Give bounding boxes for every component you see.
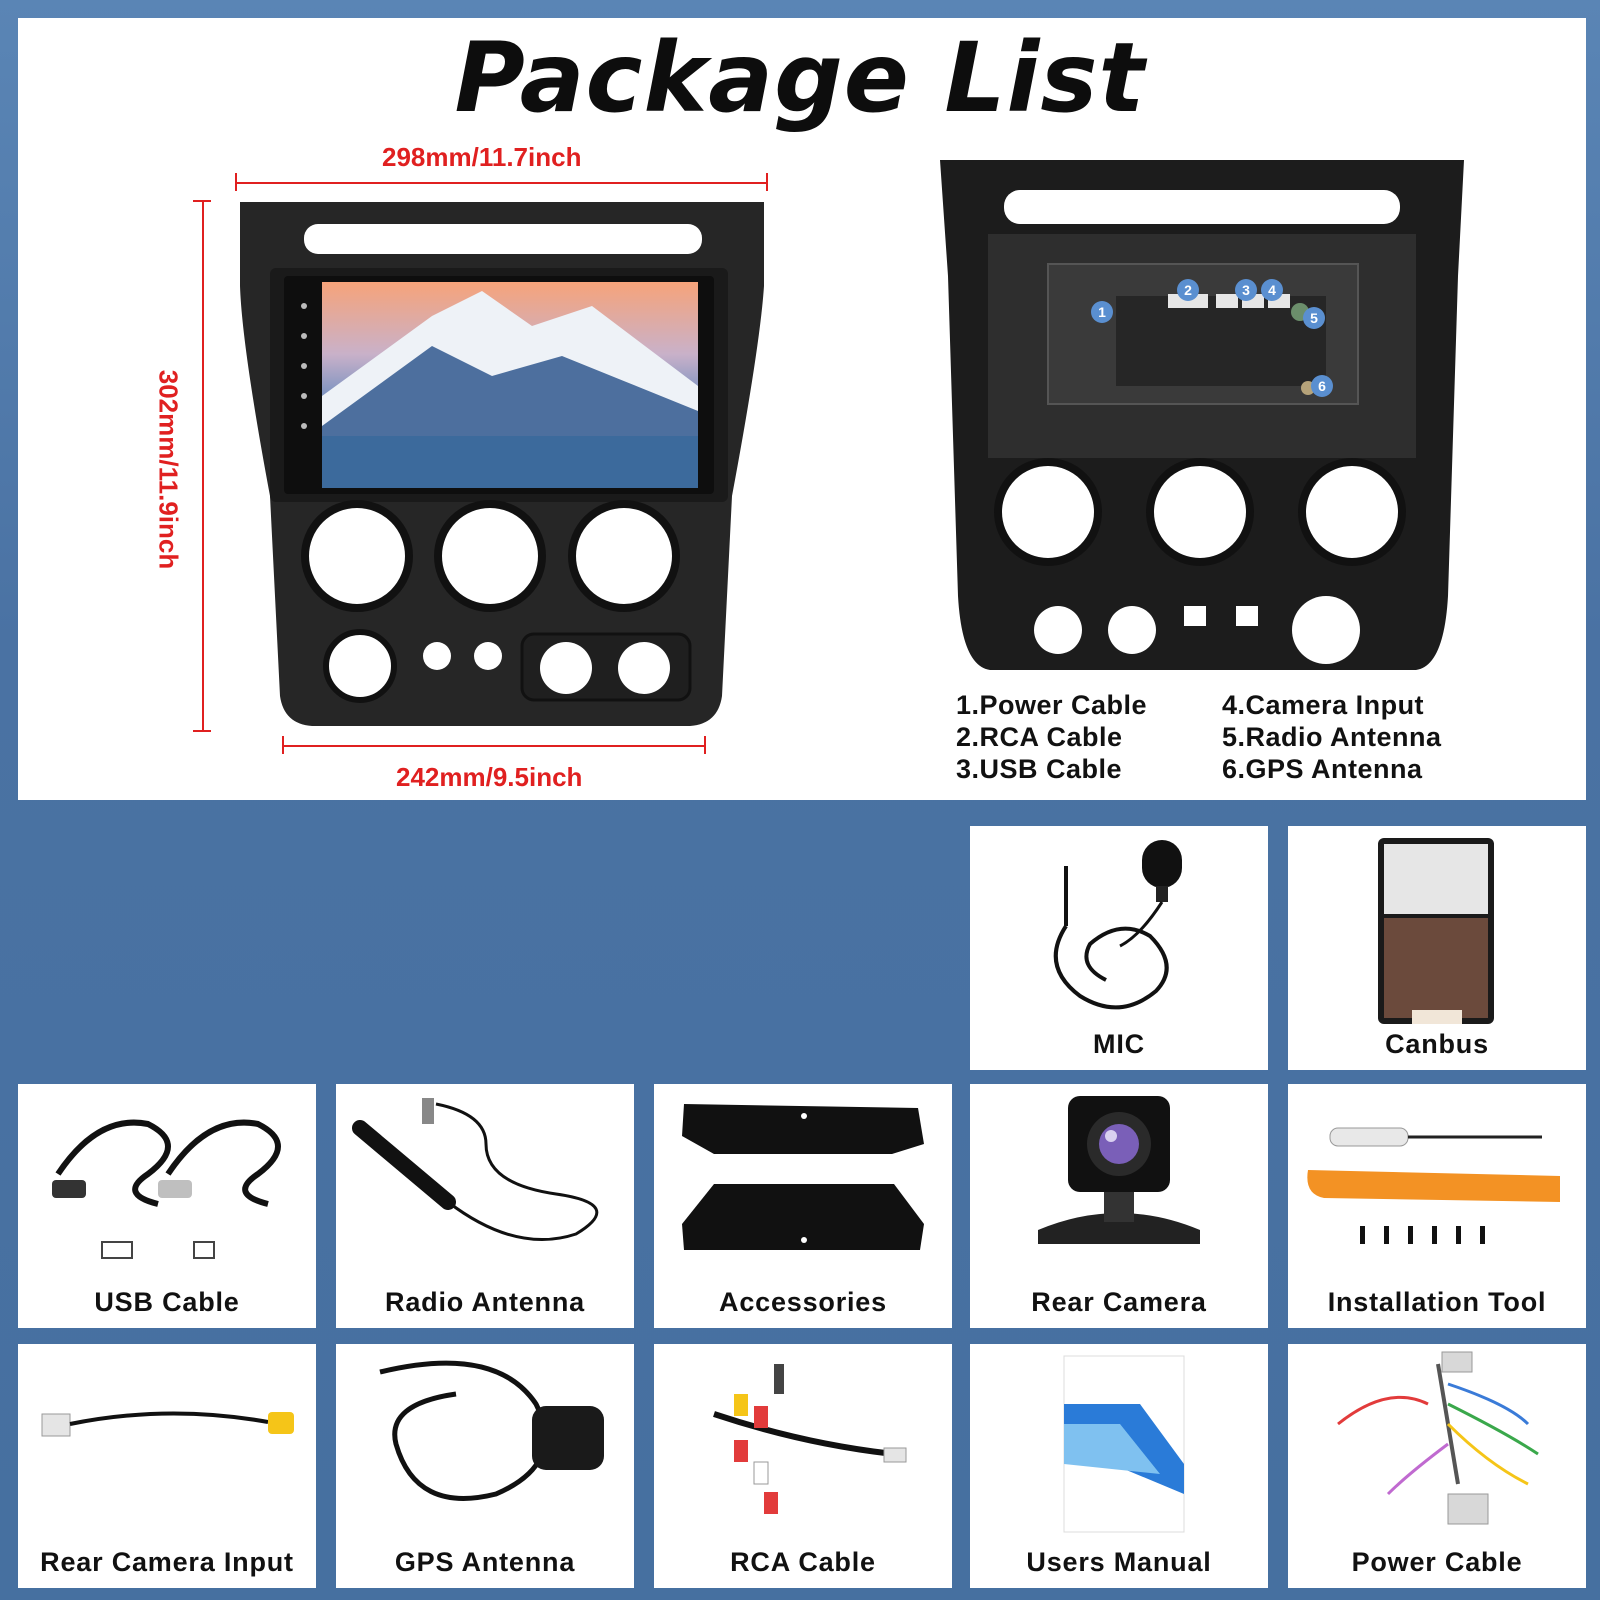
item-card-power-cable: Power Cable (1288, 1344, 1586, 1588)
legend-item-3: 3.USB Cable (956, 754, 1123, 784)
item-card-installation-tool: Installation Tool (1288, 1084, 1586, 1328)
accessories-image (682, 1104, 924, 1250)
usb-cable-image (52, 1119, 281, 1259)
item-card-rca-cable: RCA Cable (654, 1344, 952, 1588)
item-label-users-manual: Users Manual (1026, 1547, 1212, 1577)
users-manual-image (1063, 1355, 1185, 1533)
item-label-rear-camera-input: Rear Camera Input (40, 1547, 294, 1577)
connector-marker-1-label: 1 (1098, 304, 1106, 320)
connector-markers: 1 2 3 4 5 6 (1091, 279, 1333, 397)
installation-tool-image (1307, 1127, 1560, 1244)
legend-item-4: 4.Camera Input (1222, 690, 1425, 720)
legend-item-2: 2.RCA Cable (956, 722, 1123, 752)
bottom-width-label: 242mm/9.5inch (396, 762, 583, 792)
top-width-tick-left (235, 173, 237, 191)
bottom-width-tick-right (704, 736, 706, 754)
legend-item-1: 1.Power Cable (956, 690, 1148, 720)
legend-item-6: 6.GPS Antenna (1222, 754, 1423, 784)
item-label-rca-cable: RCA Cable (730, 1547, 876, 1577)
item-label-rear-camera: Rear Camera (1031, 1287, 1207, 1317)
connector-marker-3-label: 3 (1242, 282, 1250, 298)
canbus-image (1378, 838, 1494, 1024)
mic-image (1053, 840, 1182, 1010)
top-width-label: 298mm/11.7inch (382, 142, 582, 172)
connector-marker-3 (1235, 279, 1257, 301)
item-label-installation-tool: Installation Tool (1327, 1287, 1547, 1317)
connector-marker-2 (1177, 279, 1199, 301)
item-card-mic: MIC (970, 826, 1268, 1070)
bottom-width-line (282, 745, 706, 747)
item-card-rear-camera: Rear Camera (970, 1084, 1268, 1328)
height-line (202, 200, 204, 732)
top-width-line (236, 182, 768, 184)
connector-marker-6 (1311, 375, 1333, 397)
connector-marker-6-label: 6 (1318, 378, 1326, 394)
rear-camera-input-image (41, 1411, 294, 1437)
height-label: 302mm/11.9inch (153, 369, 184, 570)
height-tick-top (193, 200, 211, 202)
item-card-canbus: Canbus (1288, 826, 1586, 1070)
rca-cable-image (713, 1364, 907, 1514)
connector-marker-2-label: 2 (1184, 282, 1192, 298)
item-label-accessories: Accessories (719, 1287, 887, 1317)
item-card-radio-antenna: Radio Antenna (336, 1084, 634, 1328)
power-cable-image (1337, 1351, 1539, 1525)
item-card-gps-antenna: GPS Antenna (336, 1344, 634, 1588)
item-card-rear-camera-input: Rear Camera Input (18, 1344, 316, 1588)
gps-antenna-image (379, 1360, 604, 1501)
item-label-power-cable: Power Cable (1351, 1547, 1523, 1577)
rear-camera-image (1038, 1096, 1200, 1244)
item-label-gps-antenna: GPS Antenna (394, 1547, 576, 1577)
top-width-tick-right (766, 173, 768, 191)
connector-marker-4-label: 4 (1268, 282, 1276, 298)
radio-antenna-image (352, 1098, 599, 1241)
connector-marker-5-label: 5 (1310, 310, 1318, 326)
height-tick-bottom (193, 730, 211, 732)
bottom-width-tick-left (282, 736, 284, 754)
item-card-users-manual: Users Manual (970, 1344, 1268, 1588)
head-unit-back-image: 1 2 3 4 5 6 (940, 160, 1464, 670)
connector-marker-1 (1091, 301, 1113, 323)
item-card-usb-cable: USB Cable (18, 1084, 316, 1328)
connector-marker-4 (1261, 279, 1283, 301)
page-title: Package List (454, 22, 1146, 134)
item-label-usb-cable: USB Cable (94, 1287, 240, 1317)
item-card-accessories: Accessories (654, 1084, 952, 1328)
head-unit-front-image (240, 202, 764, 726)
item-label-canbus: Canbus (1385, 1029, 1489, 1059)
item-label-radio-antenna: Radio Antenna (385, 1287, 585, 1317)
legend-item-5: 5.Radio Antenna (1222, 722, 1442, 752)
connector-marker-5 (1303, 307, 1325, 329)
item-label-mic: MIC (1093, 1029, 1145, 1059)
